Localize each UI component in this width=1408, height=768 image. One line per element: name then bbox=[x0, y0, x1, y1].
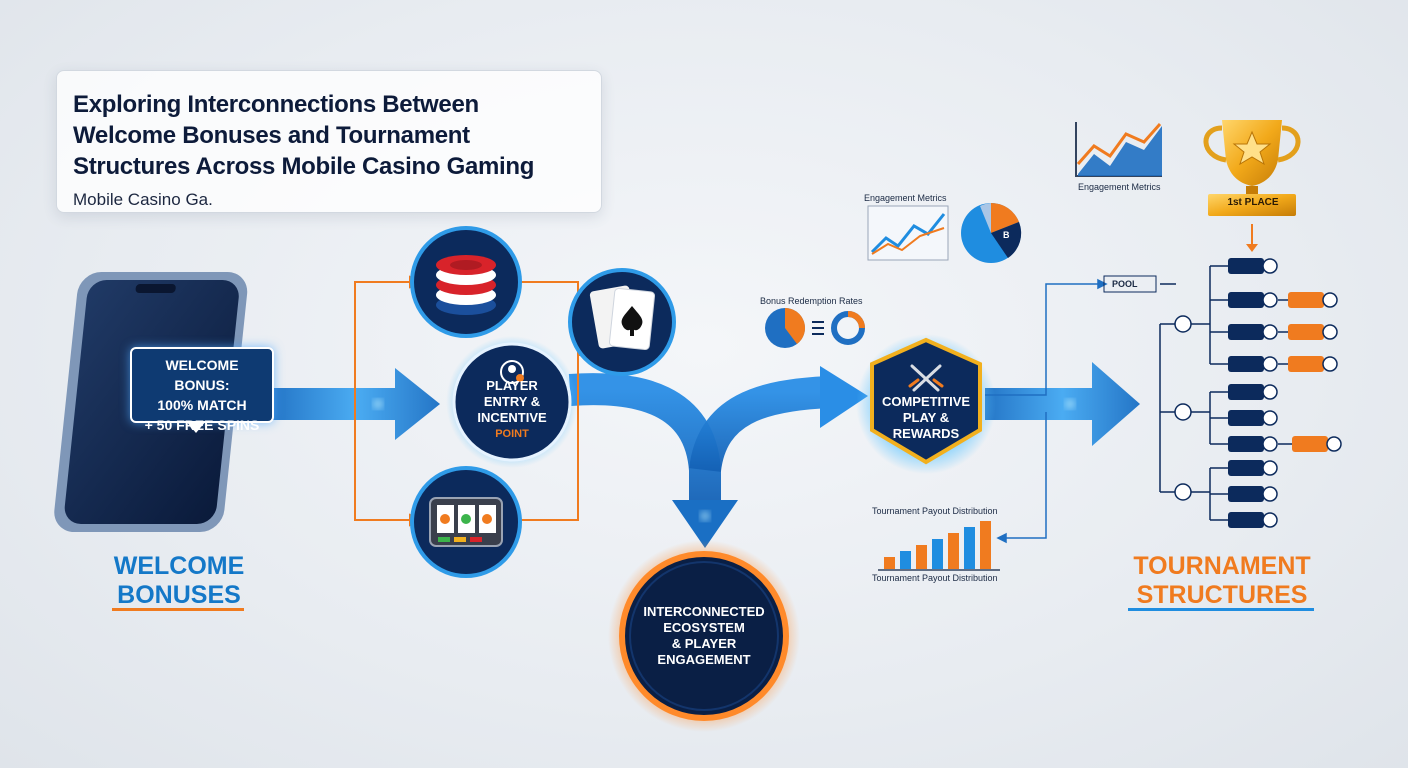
bubble-line-2: 100% MATCH bbox=[157, 397, 247, 413]
payout-bar bbox=[980, 521, 991, 569]
player-avatar-icon bbox=[1174, 483, 1192, 501]
tournament-bracket bbox=[1159, 265, 1292, 521]
ecosystem-line-4: ENGAGEMENT bbox=[657, 652, 751, 667]
bonus-redemption-pie bbox=[765, 308, 865, 348]
payout-bar bbox=[900, 551, 911, 569]
bracket-slot bbox=[1228, 292, 1278, 308]
competitive-line-1: COMPETITIVE bbox=[881, 394, 971, 409]
blue-connectors-right bbox=[985, 278, 1108, 544]
player-entry-label: PLAYER ENTRY & INCENTIVE POINT bbox=[462, 378, 562, 442]
player-avatar-icon bbox=[1322, 292, 1338, 308]
competitive-line-3: REWARDS bbox=[892, 426, 960, 441]
player-entry-node bbox=[446, 336, 578, 468]
ecosystem-line-1: INTERCONNECTED bbox=[643, 604, 765, 619]
pool-label: POOL bbox=[1112, 279, 1138, 289]
pool-box bbox=[1103, 275, 1157, 293]
entry-line-1: PLAYER bbox=[486, 378, 538, 393]
payout-bar-chart bbox=[878, 521, 1000, 571]
main-arrow-right bbox=[985, 362, 1140, 446]
tournament-structures-heading: TOURNAMENT STRUCTURES bbox=[1122, 552, 1322, 610]
engagement-metrics-mid-label: Engagement Metrics bbox=[864, 193, 947, 203]
welcome-bonus-bubble: WELCOME BONUS: 100% MATCH + 50 FREE SPIN… bbox=[130, 347, 274, 433]
player-avatar-icon bbox=[1174, 315, 1192, 333]
entry-line-2: ENTRY & bbox=[483, 394, 541, 409]
page-subtitle: Mobile Casino Ga. bbox=[73, 190, 213, 209]
playing-cards-icon bbox=[568, 268, 676, 376]
engagement-pie-chart bbox=[961, 202, 1022, 263]
bracket-slot bbox=[1228, 410, 1278, 426]
left-section-underline bbox=[112, 608, 244, 611]
engagement-line-chart-top bbox=[1075, 122, 1162, 177]
crossed-swords-icon bbox=[908, 364, 944, 392]
entry-line-3: INCENTIVE bbox=[477, 410, 547, 425]
bracket-nodes bbox=[1103, 258, 1342, 528]
player-avatar-icon bbox=[1262, 384, 1278, 400]
right-heading-line-2: STRUCTURES bbox=[1136, 581, 1308, 609]
player-avatar-icon bbox=[1262, 410, 1278, 426]
payout-top-label: Tournament Payout Distribution bbox=[872, 506, 998, 516]
trophy-icon bbox=[1203, 120, 1301, 252]
bracket-slot bbox=[1288, 356, 1338, 372]
payout-bar bbox=[932, 539, 943, 569]
payout-bar bbox=[884, 557, 895, 569]
title-line-3: Structures Across Mobile Casino Gaming bbox=[73, 153, 535, 180]
competitive-line-2: PLAY & bbox=[902, 410, 950, 425]
bracket-slot bbox=[1228, 356, 1278, 372]
bracket-slot bbox=[1288, 324, 1338, 340]
bracket-slot bbox=[1228, 512, 1278, 528]
player-avatar-icon bbox=[1262, 486, 1278, 502]
bracket-slot bbox=[1228, 258, 1278, 274]
player-avatar-icon bbox=[1262, 460, 1278, 476]
player-avatar-icon bbox=[1262, 258, 1278, 274]
bonus-redemption-label: Bonus Redemption Rates bbox=[760, 296, 863, 306]
left-heading-line-2: BONUSES bbox=[117, 581, 241, 609]
bracket-slot bbox=[1228, 460, 1278, 476]
bubble-line-1: WELCOME BONUS: bbox=[165, 357, 239, 393]
player-avatar-icon bbox=[1262, 356, 1278, 372]
competitive-label: COMPETITIVE PLAY & REWARDS bbox=[870, 394, 982, 442]
player-avatar-icon bbox=[1262, 512, 1278, 528]
title-card: Exploring Interconnections Between Welco… bbox=[56, 70, 602, 213]
engagement-line-chart-mid bbox=[867, 205, 949, 261]
ecosystem-node bbox=[608, 540, 800, 732]
bracket-slot bbox=[1288, 292, 1338, 308]
left-heading-line-1: WELCOME bbox=[113, 552, 245, 580]
ecosystem-label: INTERCONNECTED ECOSYSTEM & PLAYER ENGAGE… bbox=[634, 604, 774, 668]
engagement-metrics-top-label: Engagement Metrics bbox=[1078, 182, 1161, 192]
bracket-slot bbox=[1292, 436, 1342, 452]
player-avatar-icon bbox=[1262, 324, 1278, 340]
bracket-slot bbox=[1228, 486, 1278, 502]
bracket-slot bbox=[1228, 436, 1278, 452]
competitive-play-node bbox=[856, 334, 996, 474]
pie-mark: B bbox=[1003, 230, 1010, 240]
payout-bar bbox=[948, 533, 959, 569]
title-line-1: Exploring Interconnections Between bbox=[73, 91, 479, 118]
welcome-bonuses-heading: WELCOME BONUSES bbox=[104, 552, 254, 610]
player-avatar-icon bbox=[1322, 324, 1338, 340]
player-avatar-icon bbox=[1262, 292, 1278, 308]
right-section-underline bbox=[1128, 608, 1314, 611]
bubble-line-3: + 50 FREE SPINS bbox=[144, 417, 260, 433]
slot-machine-icon bbox=[410, 466, 522, 578]
payout-bar bbox=[916, 545, 927, 569]
page-title: Exploring Interconnections Between Welco… bbox=[73, 89, 585, 182]
ecosystem-line-3: & PLAYER bbox=[671, 636, 737, 651]
casino-chips-icon bbox=[410, 226, 522, 338]
curved-arrow-split bbox=[568, 366, 868, 548]
title-line-2: Welcome Bonuses and Tournament bbox=[73, 122, 470, 149]
bracket-slot bbox=[1228, 324, 1278, 340]
entry-line-4: POINT bbox=[495, 428, 529, 440]
payout-bar bbox=[964, 527, 975, 569]
player-avatar-icon bbox=[1326, 436, 1342, 452]
player-avatar-icon bbox=[1322, 356, 1338, 372]
player-avatar-icon bbox=[1262, 436, 1278, 452]
ecosystem-line-2: ECOSYSTEM bbox=[663, 620, 745, 635]
bracket-slot bbox=[1228, 384, 1278, 400]
payout-bottom-label: Tournament Payout Distribution bbox=[872, 573, 998, 583]
right-heading-line-1: TOURNAMENT bbox=[1133, 552, 1311, 580]
first-place-label: 1st PLACE bbox=[1227, 197, 1279, 208]
player-avatar-icon bbox=[1174, 403, 1192, 421]
